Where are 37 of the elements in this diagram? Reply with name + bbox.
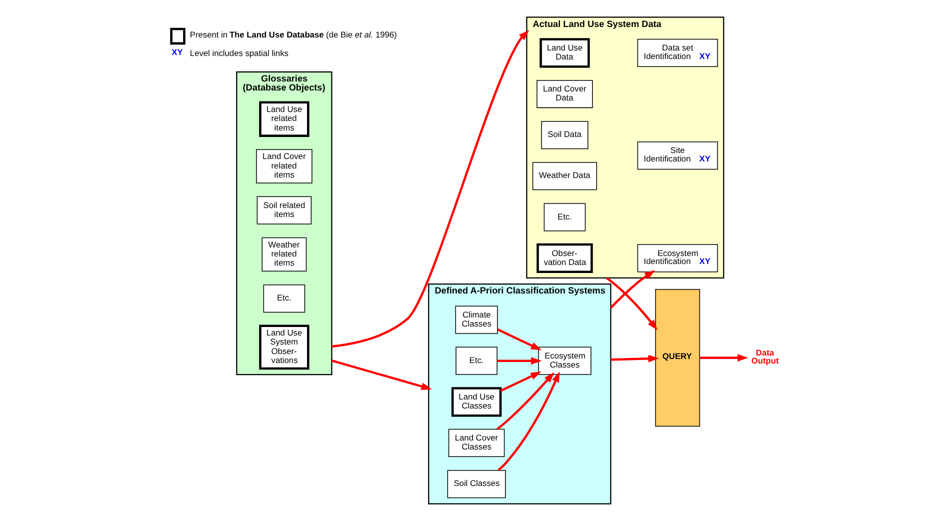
node-box: Site Identification XY	[637, 142, 718, 170]
arrow	[610, 270, 656, 309]
node-box: Land Cover Classes	[448, 428, 505, 458]
node-box: Climate Classes	[455, 306, 498, 334]
node-box: Land Use Classes	[451, 387, 502, 417]
arrow	[500, 372, 542, 392]
arrow	[332, 30, 530, 348]
node-box: Weather related items	[262, 237, 307, 272]
node-box: Weather Data	[532, 162, 598, 190]
node-box: Etc.	[544, 203, 586, 232]
arrow	[331, 359, 432, 390]
node-box: Obser- vation Data	[536, 243, 593, 274]
node-box: Soil Classes	[447, 470, 506, 498]
arrow	[498, 371, 560, 472]
node-box: Land Use System Obser- vations	[259, 324, 310, 370]
node-box: QUERY	[655, 289, 700, 427]
legend-label: Level includes spatial links	[190, 48, 288, 58]
arrow	[700, 354, 748, 362]
arrow	[496, 372, 554, 430]
node-box: Soil related items	[256, 196, 312, 224]
label: XY	[172, 47, 183, 58]
node-box: Ecosystem Identification XY	[637, 244, 718, 272]
node-box: Data set Identification XY	[637, 38, 718, 68]
node-text: Data Output	[751, 347, 779, 366]
node-box: Ecosystem Classes	[538, 346, 592, 375]
arrow	[610, 354, 659, 362]
arrow	[497, 357, 542, 365]
node-box: Land Cover Data	[536, 80, 593, 108]
arrow	[497, 328, 542, 350]
node-box: Land Use related items	[259, 101, 310, 137]
node-box: Land Cover related items	[256, 149, 312, 184]
legend-label: Present in The Land Use Database (de Bie et al. 1996)	[190, 30, 397, 40]
node-box: Etc.	[263, 284, 306, 313]
node-box: Soil Data	[541, 121, 588, 150]
node-box: Land Use Data	[540, 38, 590, 68]
node-box: Etc.	[456, 346, 498, 375]
arrow	[606, 277, 658, 330]
